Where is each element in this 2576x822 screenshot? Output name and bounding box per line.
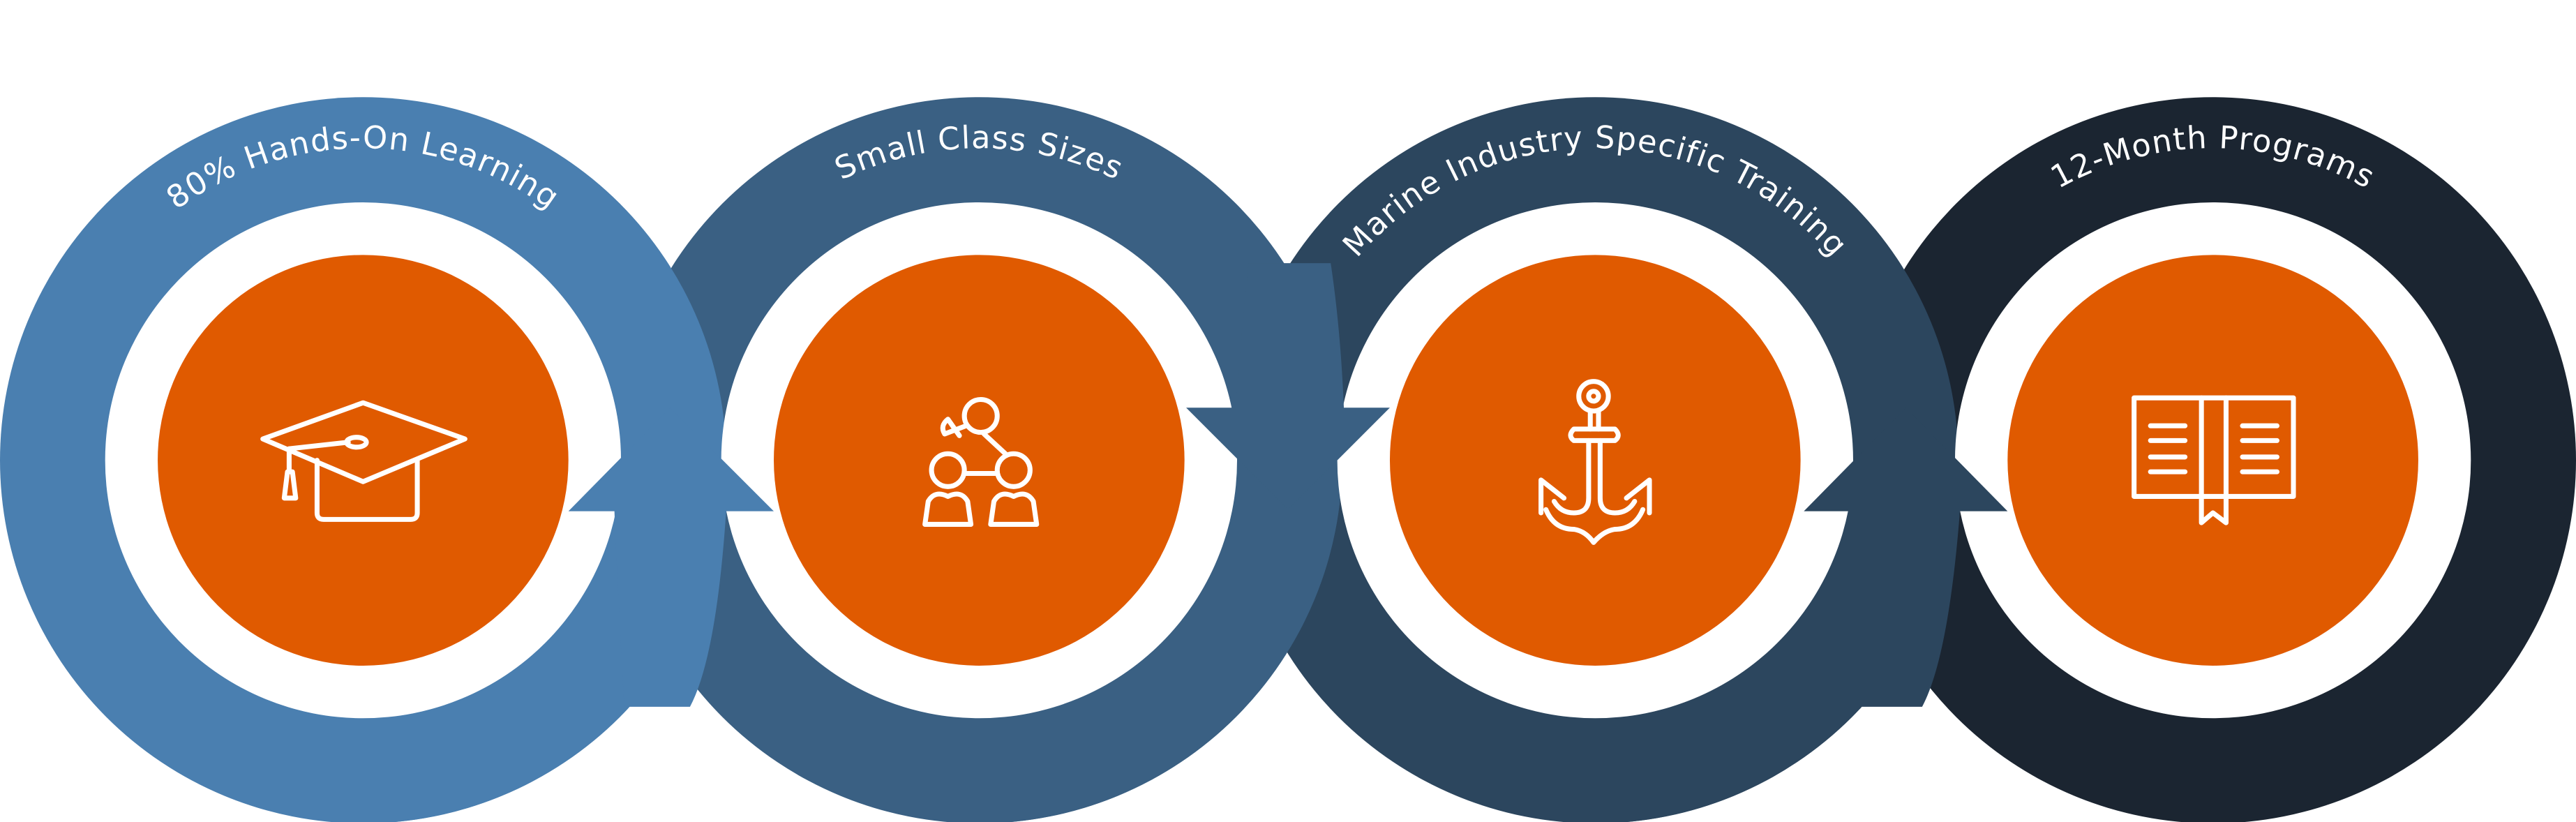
step-2-center [774, 255, 1185, 666]
arrow-down-2-to-3 [1186, 263, 1390, 510]
step-4-center [2007, 255, 2418, 666]
graduation-cap-icon [260, 400, 467, 522]
students-icon [922, 396, 1040, 527]
step-2-ring-tail [979, 460, 1342, 822]
open-book-icon [2132, 395, 2296, 525]
step-3-center [1389, 255, 1801, 666]
anchor-icon [1538, 379, 1652, 545]
arrow-up-3-to-4 [1804, 408, 2008, 707]
step-1-center [158, 255, 569, 666]
arrow-up-1-to-2 [568, 408, 774, 707]
